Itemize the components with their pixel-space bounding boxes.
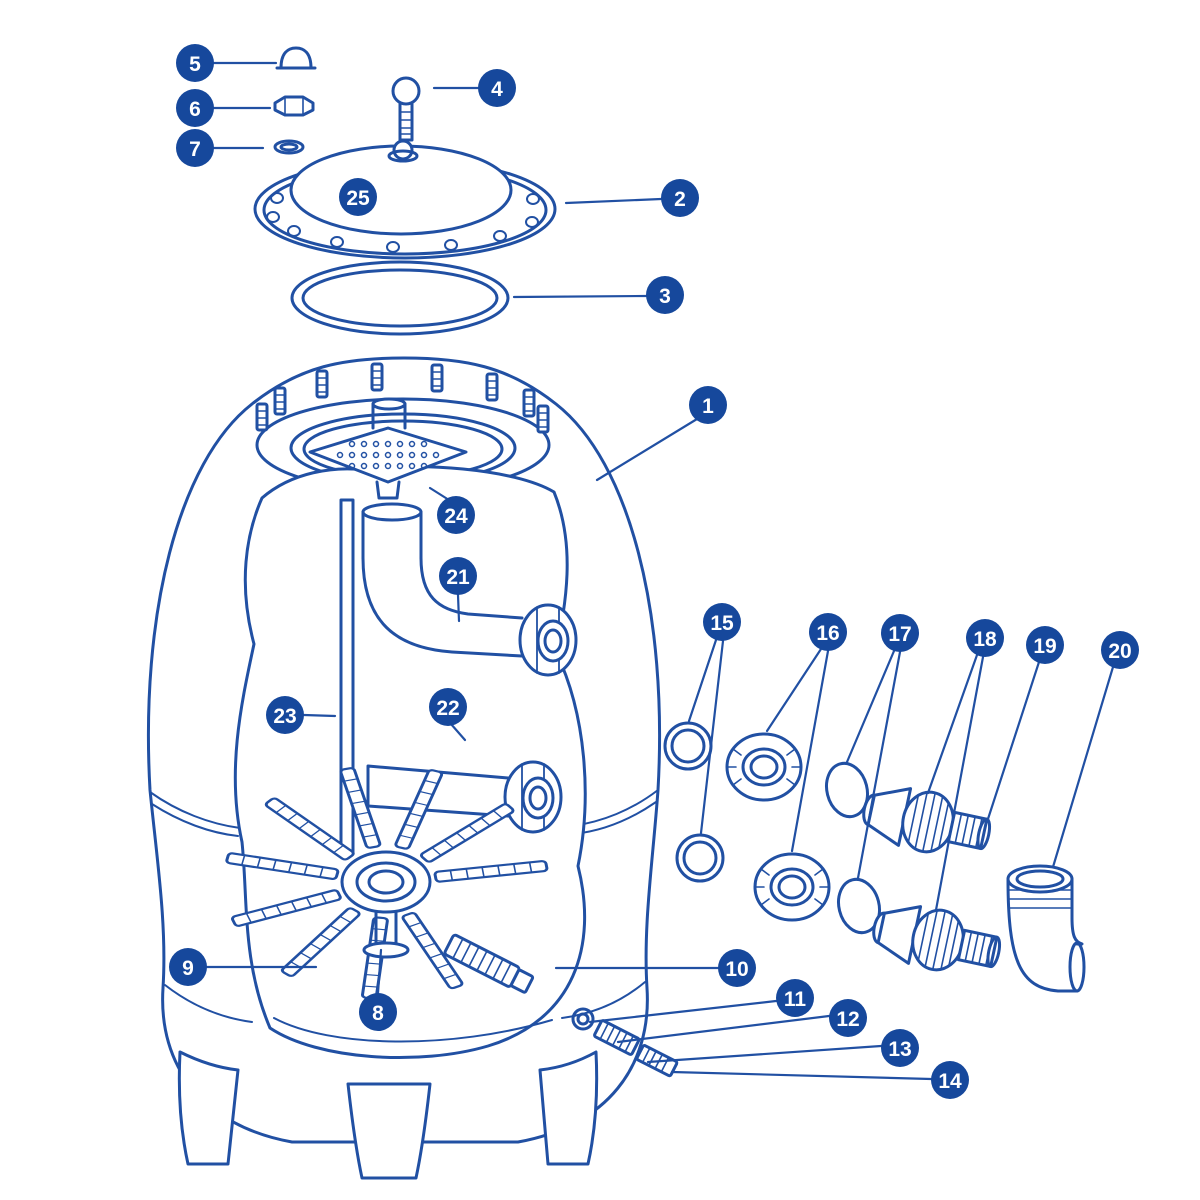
leader-22 [449, 722, 467, 742]
leader-3 [512, 294, 648, 299]
part-4-knob [391, 76, 421, 142]
leader-16b [790, 649, 830, 853]
part-3-lid-oring [290, 260, 510, 336]
svg-text:25: 25 [346, 187, 370, 210]
callout-badge-11: 11 [776, 979, 814, 1017]
tank-leg-left [177, 1050, 240, 1166]
callout-badge-8: 8 [359, 993, 397, 1031]
svg-text:3: 3 [659, 285, 671, 308]
svg-text:8: 8 [372, 1002, 384, 1025]
leader-12 [616, 1014, 831, 1044]
svg-text:22: 22 [436, 697, 459, 720]
svg-text:16: 16 [816, 622, 839, 645]
svg-text:19: 19 [1033, 635, 1056, 658]
part-2-lid [253, 139, 557, 260]
tank-leg-middle [346, 1082, 432, 1180]
leader-2 [564, 197, 663, 205]
svg-text:10: 10 [725, 958, 748, 981]
callout-badge-22: 22 [429, 688, 467, 726]
svg-text:18: 18 [973, 628, 997, 651]
leader-19 [985, 660, 1041, 824]
leader-13 [646, 1044, 883, 1064]
part-12-13-nipple [593, 1019, 641, 1056]
part-15-orings [663, 721, 725, 883]
leader-8 [376, 948, 383, 995]
part-6-nut [273, 95, 315, 117]
callout-badge-10: 10 [718, 949, 756, 987]
callout-badge-2: 2 [661, 179, 699, 217]
callout-badge-1: 1 [689, 386, 727, 424]
callout-badge-5: 5 [176, 44, 214, 82]
callout-badge-9: 9 [169, 948, 207, 986]
svg-text:6: 6 [189, 98, 201, 121]
part-5-cap [275, 46, 317, 70]
diagram-linework: 1 2 3 4 5 6 7 8 9 10 11 12 13 14 15 16 1… [146, 44, 1139, 1180]
svg-text:20: 20 [1108, 640, 1131, 663]
svg-text:4: 4 [491, 78, 503, 101]
leader-15b [699, 639, 725, 835]
part-11-oring-small [571, 1007, 595, 1031]
part-10-drain-lateral [443, 933, 535, 994]
leader-20 [1051, 665, 1115, 869]
callout-badge-4: 4 [478, 69, 516, 107]
leader-17a [845, 649, 896, 764]
part-17-gaskets [825, 761, 881, 935]
callout-badge-20: 20 [1101, 631, 1139, 669]
part-21-upper-pipe [361, 502, 578, 677]
part-18-19-bulkheads [856, 777, 1007, 984]
callout-badge-24: 24 [437, 496, 475, 534]
callout-badge-19: 19 [1026, 626, 1064, 664]
callout-badge-12: 12 [829, 999, 867, 1037]
callout-badge-18: 18 [966, 619, 1004, 657]
callout-badge-16: 16 [809, 613, 847, 651]
svg-text:23: 23 [273, 705, 296, 728]
svg-text:12: 12 [836, 1008, 859, 1031]
leader-16a [765, 647, 823, 733]
part-7-washer [273, 139, 305, 155]
svg-text:9: 9 [182, 957, 194, 980]
callout-badge-21: 21 [439, 557, 477, 595]
tank-leg-right [538, 1050, 599, 1166]
svg-text:7: 7 [189, 138, 201, 161]
svg-text:15: 15 [710, 612, 734, 635]
callout-badges: 1 2 3 4 5 6 7 8 9 10 11 12 13 14 15 16 1… [169, 44, 1139, 1099]
leader-18b [934, 655, 985, 912]
leader-1 [595, 417, 699, 482]
part-8-hub [340, 850, 432, 959]
callout-badge-13: 13 [881, 1029, 919, 1067]
tank-cutaway [233, 465, 587, 1060]
leader-14 [670, 1070, 933, 1081]
part-16-adapters [725, 732, 831, 922]
callout-badge-17: 17 [881, 614, 919, 652]
callout-badge-23: 23 [266, 696, 304, 734]
callout-badge-3: 3 [646, 276, 684, 314]
callout-badge-6: 6 [176, 89, 214, 127]
leader-15a [687, 638, 718, 723]
callout-badge-25: 25 [339, 178, 377, 216]
leader-24 [428, 486, 451, 502]
leader-23 [302, 713, 337, 718]
leader-lines [205, 61, 1115, 1081]
svg-text:11: 11 [784, 988, 807, 1011]
svg-text:21: 21 [446, 566, 470, 589]
lid-bolt-holes [266, 192, 540, 253]
svg-text:17: 17 [888, 623, 911, 646]
leader-11 [588, 999, 778, 1024]
part-24-diffuser [308, 397, 468, 500]
callout-badge-15: 15 [703, 603, 741, 641]
leader-17b [856, 650, 902, 880]
leader-18a [926, 653, 979, 795]
svg-text:5: 5 [189, 53, 201, 76]
part-20-elbow [1006, 864, 1086, 993]
leader-21 [456, 593, 461, 623]
svg-text:14: 14 [938, 1070, 962, 1093]
svg-text:13: 13 [888, 1038, 911, 1061]
callout-badge-7: 7 [176, 129, 214, 167]
callout-badge-14: 14 [931, 1061, 969, 1099]
svg-text:1: 1 [702, 395, 714, 418]
svg-text:24: 24 [444, 505, 468, 528]
svg-text:2: 2 [674, 188, 686, 211]
